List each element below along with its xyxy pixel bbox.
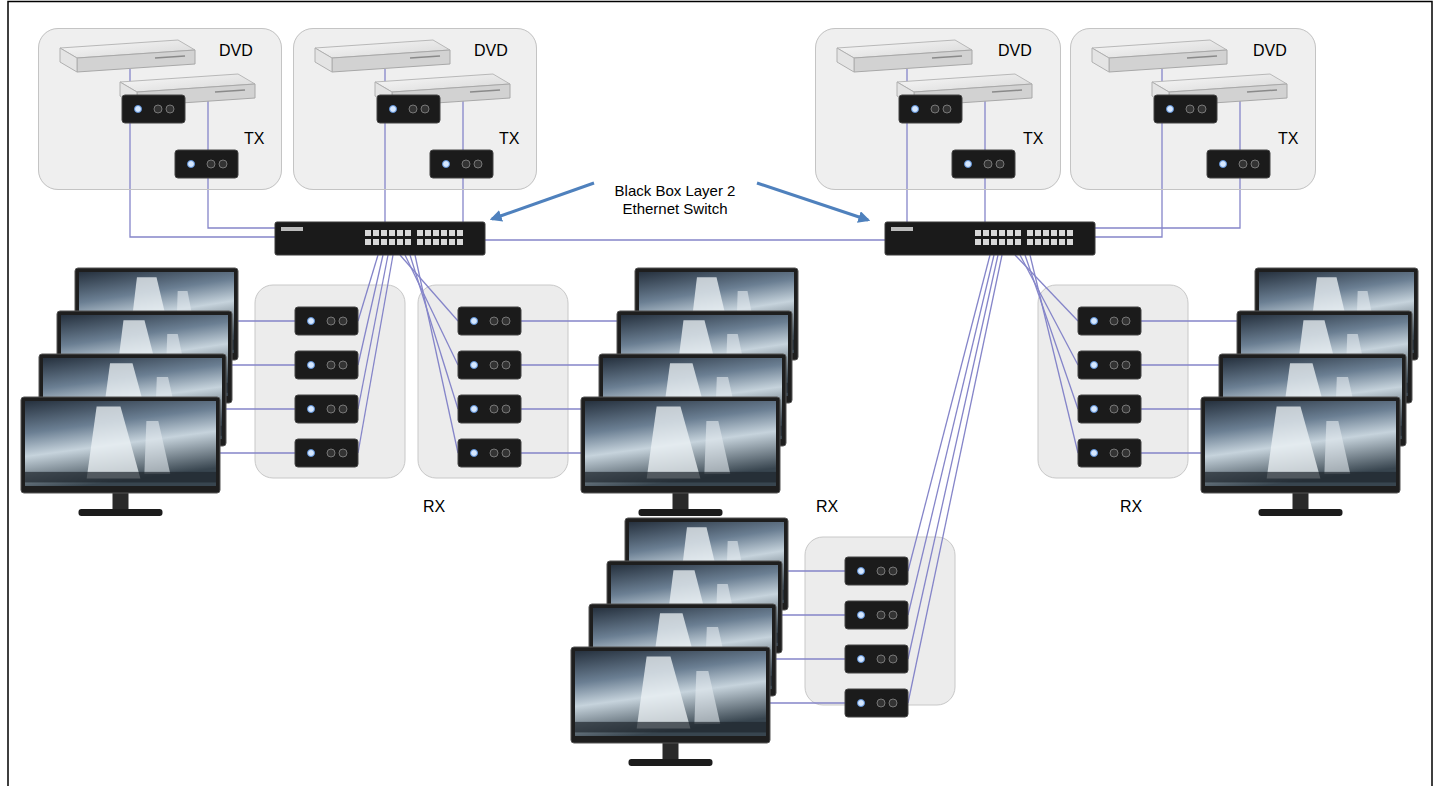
extender-box — [845, 601, 908, 629]
group-label: TX — [1023, 129, 1043, 148]
cable — [1025, 255, 1078, 409]
dvd-player — [60, 40, 195, 72]
source-group-fill — [1070, 28, 1316, 190]
ethernet-switch — [275, 222, 485, 255]
cable — [130, 123, 275, 237]
cable — [908, 255, 990, 571]
cable — [1095, 123, 1162, 237]
cable — [207, 101, 208, 150]
extender-box — [430, 150, 493, 178]
dvd-player — [315, 40, 450, 72]
callout-arrow — [757, 183, 868, 220]
extender-box — [458, 351, 521, 379]
cable — [984, 178, 985, 222]
group-label: TX — [1278, 129, 1298, 148]
cable — [485, 239, 885, 240]
page-frame — [8, 2, 1432, 786]
cable — [462, 101, 463, 150]
cable — [908, 255, 1002, 703]
extender-box — [845, 645, 908, 673]
extender-box — [845, 689, 908, 717]
cable — [358, 255, 388, 409]
callout-text: Black Box Layer 2 Ethernet Switch — [600, 182, 750, 218]
cable — [358, 255, 383, 365]
extender-box — [175, 150, 238, 178]
cable — [908, 255, 998, 659]
cable — [1239, 101, 1240, 150]
dvd-player — [1092, 40, 1227, 72]
extender-box — [952, 150, 1015, 178]
dvd-player — [837, 40, 972, 72]
group-label: DVD — [1253, 41, 1287, 60]
extender-box — [1078, 395, 1141, 423]
group-label: RX — [816, 497, 838, 516]
cable — [906, 123, 907, 222]
extender-box — [295, 307, 358, 335]
extender-box — [1078, 307, 1141, 335]
extender-box — [1078, 351, 1141, 379]
cable — [1015, 255, 1078, 321]
receiver-group-box — [418, 285, 568, 478]
extender-box — [1078, 439, 1141, 467]
cable — [415, 255, 458, 453]
monitor — [21, 397, 220, 516]
extender-box — [295, 439, 358, 467]
cable — [400, 255, 458, 321]
source-group-fill — [293, 28, 537, 190]
callout-arrow — [492, 183, 594, 219]
cable — [908, 255, 994, 615]
source-group-fill — [815, 28, 1061, 190]
extender-box — [295, 395, 358, 423]
source-group: DVD TX — [293, 28, 537, 190]
cable — [384, 123, 385, 222]
devices — [21, 40, 1418, 766]
cable — [1095, 178, 1240, 228]
extender-box — [845, 557, 908, 585]
extender-box — [1207, 150, 1270, 178]
extender-box — [122, 95, 185, 123]
group-grounds — [38, 28, 1316, 705]
ethernet-switch — [885, 222, 1095, 255]
monitor — [571, 647, 770, 766]
extender-box — [899, 95, 962, 123]
cable — [1030, 255, 1078, 453]
source-group: DVD TX — [1070, 28, 1316, 190]
cable — [208, 178, 275, 228]
monitor — [1201, 397, 1400, 516]
receiver-group-box — [805, 537, 955, 705]
cable — [1020, 255, 1078, 365]
group-label: DVD — [219, 41, 253, 60]
cable — [358, 255, 393, 453]
cables — [130, 69, 1285, 703]
extender-box — [458, 307, 521, 335]
group-label: RX — [1120, 497, 1142, 516]
group-label: TX — [244, 129, 264, 148]
monitor — [581, 397, 780, 516]
source-group: DVD TX — [38, 28, 282, 190]
extender-box — [458, 439, 521, 467]
extender-box — [1154, 95, 1217, 123]
cable — [405, 255, 458, 365]
group-label: DVD — [474, 41, 508, 60]
group-label: DVD — [998, 41, 1032, 60]
extender-box — [295, 351, 358, 379]
cable — [984, 101, 985, 150]
extender-box — [377, 95, 440, 123]
extender-box — [458, 395, 521, 423]
group-label: TX — [499, 129, 519, 148]
source-group-fill — [38, 28, 282, 190]
group-label: RX — [423, 497, 445, 516]
cable — [462, 178, 463, 222]
source-group: DVD TX — [815, 28, 1061, 190]
cable — [410, 255, 458, 409]
